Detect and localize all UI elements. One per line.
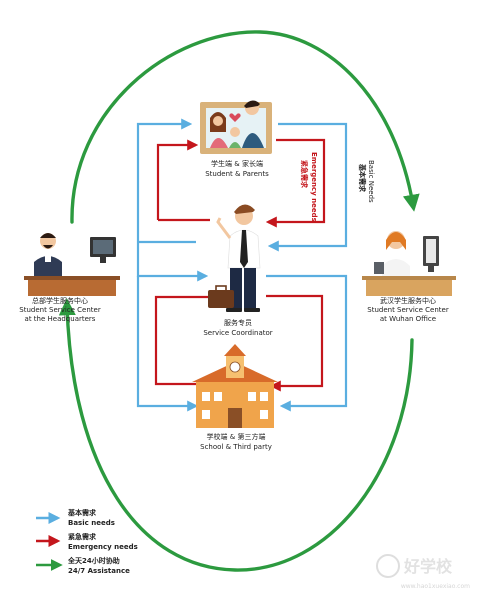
- hq-illustration: [24, 233, 120, 296]
- svg-text:学校端 & 第三方端: 学校端 & 第三方端: [207, 432, 266, 441]
- coordinator-label: 服务专员 Service Coordinator: [203, 318, 272, 337]
- school-illustration: [192, 344, 278, 428]
- top-loop: [136, 118, 348, 252]
- parents-label: 学生端 & 家长端 Student & Parents: [205, 159, 269, 178]
- blue-coordinator-to-right: [266, 274, 348, 412]
- basic-side-label: Basic Needs 基本需求: [358, 160, 375, 203]
- svg-text:School & Third party: School & Third party: [200, 443, 272, 451]
- green-arc-top: [70, 30, 420, 224]
- svg-text:紧急需求: 紧急需求: [68, 532, 97, 541]
- svg-text:好学校: 好学校: [403, 557, 453, 576]
- svg-text:全天24小时协助: 全天24小时协助: [67, 556, 120, 565]
- legend-labels: 基本需求 Basic needs 紧急需求 Emergency needs 全天…: [67, 508, 138, 575]
- red-coordinator-to-school: [266, 294, 324, 392]
- svg-text:总部学生服务中心: 总部学生服务中心: [32, 296, 88, 305]
- assistance-cycle: [58, 30, 420, 572]
- svg-text:Emergency needs: Emergency needs: [68, 543, 138, 551]
- hq-label: 总部学生服务中心 Student Service Center at the H…: [19, 296, 101, 323]
- blue-to-parents: [136, 118, 193, 242]
- blue-to-coordinator: [136, 242, 209, 282]
- svg-text:紧急需求: 紧急需求: [300, 160, 309, 189]
- emergency-side-label: Emergency needs 紧急需求: [300, 152, 318, 222]
- svg-text:武汉学生服务中心: 武汉学生服务中心: [380, 296, 436, 305]
- svg-text:Basic needs: Basic needs: [68, 519, 115, 527]
- svg-text:Service Coordinator: Service Coordinator: [203, 329, 272, 337]
- svg-text:Student Service Center: Student Service Center: [367, 306, 449, 314]
- blue-parents-to-wuhan: [267, 122, 348, 252]
- svg-text:at the Headquarters: at the Headquarters: [25, 315, 96, 323]
- watermark-logo-icon: [376, 554, 400, 578]
- coordinator-illustration: [208, 204, 261, 312]
- bottom-loop: [136, 242, 348, 412]
- green-arc-bottom: [58, 298, 414, 572]
- svg-text:Basic Needs: Basic Needs: [367, 160, 375, 203]
- red-to-school-left: [154, 295, 213, 390]
- red-to-parents: [156, 139, 199, 220]
- wuhan-illustration: [362, 231, 456, 296]
- svg-text:基本需求: 基本需求: [358, 163, 367, 193]
- red-parents-to-coordinator: [265, 138, 326, 228]
- svg-text:基本需求: 基本需求: [67, 508, 97, 517]
- svg-text:at Wuhan Office: at Wuhan Office: [380, 315, 436, 323]
- svg-text:www.hao1xuexiao.com: www.hao1xuexiao.com: [401, 583, 470, 590]
- svg-text:服务专员: 服务专员: [224, 318, 252, 327]
- blue-to-school-left: [136, 276, 199, 412]
- parents-illustration: [200, 100, 272, 154]
- svg-text:Emergency needs: Emergency needs: [310, 152, 318, 222]
- svg-text:Student Service Center: Student Service Center: [19, 306, 101, 314]
- watermark: 好学校 www.hao1xuexiao.com: [376, 554, 470, 590]
- legend-arrows: [36, 512, 63, 571]
- svg-text:学生端 & 家长端: 学生端 & 家长端: [211, 159, 263, 168]
- school-label: 学校端 & 第三方端 School & Third party: [200, 432, 272, 451]
- wuhan-label: 武汉学生服务中心 Student Service Center at Wuhan…: [367, 296, 449, 323]
- svg-text:24/7 Assistance: 24/7 Assistance: [68, 567, 130, 575]
- svg-text:Student & Parents: Student & Parents: [205, 170, 269, 178]
